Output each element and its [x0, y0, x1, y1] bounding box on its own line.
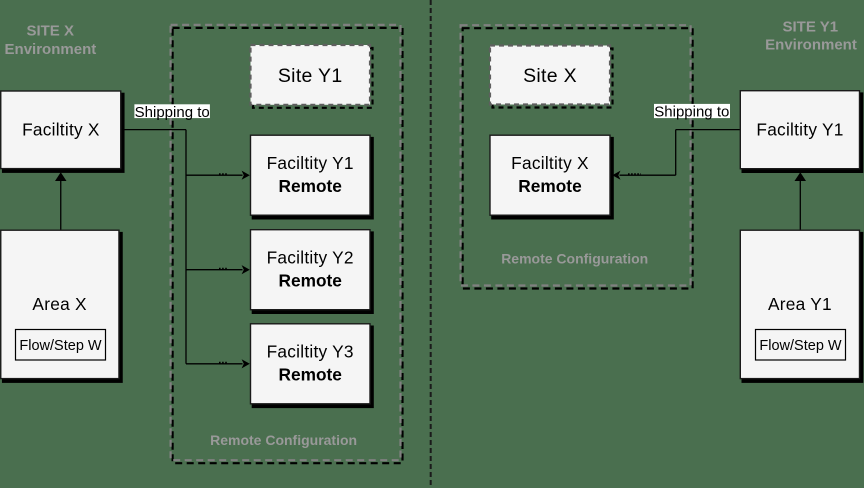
svg-text:Remote: Remote — [518, 176, 582, 196]
svg-text:Remote: Remote — [279, 365, 343, 385]
svg-text:SITE Y1: SITE Y1 — [783, 18, 839, 35]
svg-text:Area X: Area X — [32, 294, 87, 314]
svg-text:SITE X: SITE X — [26, 23, 74, 40]
svg-text:Remote Configuration: Remote Configuration — [210, 432, 357, 448]
svg-text:Environment: Environment — [765, 36, 857, 53]
svg-text:Faciltity Y1: Faciltity Y1 — [756, 120, 843, 140]
svg-text:Faciltity Y3: Faciltity Y3 — [267, 342, 354, 362]
svg-text:Area Y1: Area Y1 — [768, 294, 832, 314]
svg-text:Faciltity X: Faciltity X — [22, 120, 100, 140]
svg-text:Faciltity X: Faciltity X — [511, 153, 589, 173]
svg-text:Faciltity Y2: Faciltity Y2 — [267, 248, 354, 268]
svg-text:Faciltity Y1: Faciltity Y1 — [267, 153, 354, 173]
svg-text:Remote: Remote — [279, 176, 343, 196]
svg-text:Shipping to: Shipping to — [135, 104, 210, 121]
svg-text:Site Y1: Site Y1 — [278, 65, 343, 87]
svg-text:Environment: Environment — [5, 41, 97, 58]
svg-text:Flow/Step W: Flow/Step W — [759, 338, 841, 354]
svg-text:Remote: Remote — [279, 271, 343, 291]
svg-text:Flow/Step W: Flow/Step W — [19, 338, 101, 354]
svg-text:Shipping to: Shipping to — [654, 104, 729, 121]
svg-text:Site X: Site X — [523, 65, 577, 87]
svg-text:Remote Configuration: Remote Configuration — [501, 250, 648, 266]
